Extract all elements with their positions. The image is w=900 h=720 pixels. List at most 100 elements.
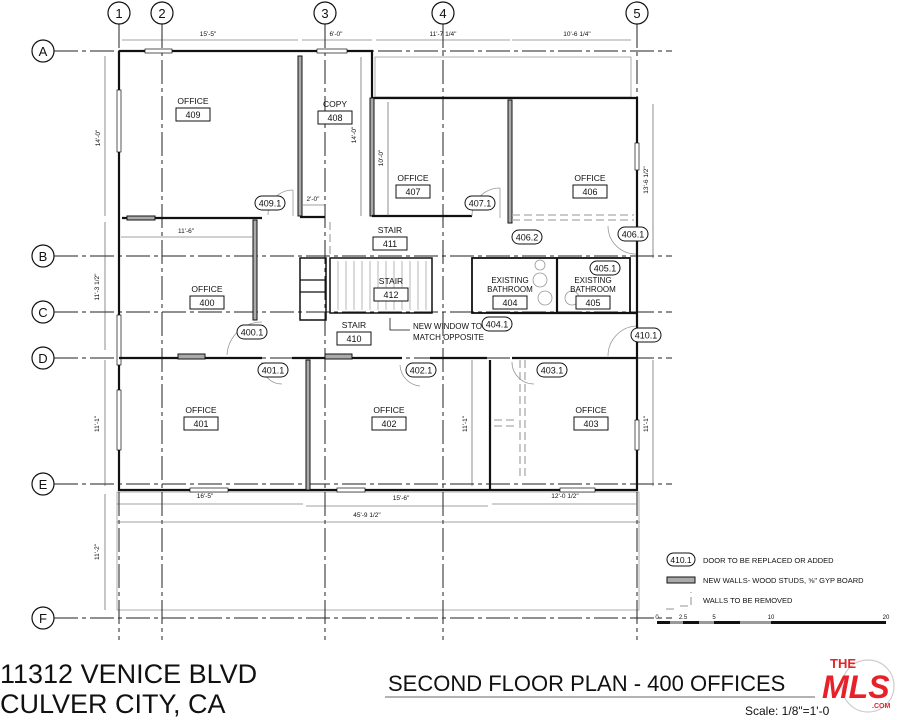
upper-balcony xyxy=(374,56,632,98)
door-tag-label: 400.1 xyxy=(241,328,264,338)
legend-door-tag-oval xyxy=(666,552,696,567)
legend-new-walls-text: NEW WALLS- WOOD STUDS, ⅝" GYP BOARD xyxy=(703,576,864,585)
grid-column-bubble xyxy=(313,1,337,25)
door-tag: 407.1 xyxy=(464,195,496,211)
grid-row-bubble xyxy=(31,300,55,324)
door-tag: 410.1 xyxy=(630,327,662,343)
svg-text:MLS: MLS xyxy=(822,669,890,705)
door-tag: 402.1 xyxy=(405,362,437,378)
grid-row-label: D xyxy=(38,351,47,366)
scale-tick-label: 0 xyxy=(655,615,659,621)
door-tag-label: 406.1 xyxy=(622,230,645,240)
address-line-1: 11312 VENICE BLVD xyxy=(0,659,258,689)
grid-row-label: F xyxy=(39,611,47,626)
room-number: 402 xyxy=(381,419,396,429)
grid-column-label: 4 xyxy=(439,6,446,21)
scale-tick-label: 5 xyxy=(712,615,716,621)
room-label-401: OFFICE 401 xyxy=(183,405,219,431)
room-number: 405 xyxy=(585,298,600,308)
room-name: OFFICE xyxy=(177,96,208,106)
svg-text:THE: THE xyxy=(830,656,856,671)
grid-row-label: B xyxy=(39,249,48,264)
room-number: 401 xyxy=(193,419,208,429)
room-number: 400 xyxy=(199,298,214,308)
room-number-box xyxy=(371,416,407,431)
note-new-window: NEW WINDOW TO MATCH OPPOSITE xyxy=(413,322,484,342)
room-number: 409 xyxy=(185,110,200,120)
room-number-box xyxy=(395,184,431,199)
dimension-label: 13'-6 1/2" xyxy=(643,166,650,194)
room-number-box xyxy=(317,110,353,125)
scale-tick-label: 2.5 xyxy=(679,615,688,621)
svg-text:.COM: .COM xyxy=(872,703,890,710)
door-tag: 409.1 xyxy=(254,195,286,211)
room-number-box xyxy=(573,416,609,431)
room-number: 404 xyxy=(502,298,517,308)
room-number-box xyxy=(183,416,219,431)
scale-tick-label: 10 xyxy=(768,615,775,621)
door-tag-label: 406.2 xyxy=(516,233,539,243)
dimension-label: 16'-5" xyxy=(197,493,214,500)
dimension-label: 45'-9 1/2" xyxy=(353,512,381,519)
grid-row-bubble xyxy=(31,606,55,630)
room-number-box xyxy=(372,236,408,251)
room-name: OFFICE xyxy=(575,405,606,415)
room-number: 412 xyxy=(383,290,398,300)
door-tag: 405.1 xyxy=(589,260,621,276)
room-name: OFFICE xyxy=(185,405,216,415)
grid-column-bubble xyxy=(431,1,455,25)
room-name: OFFICE xyxy=(574,173,605,183)
door-tag-label: 401.1 xyxy=(262,366,285,376)
room-number: 411 xyxy=(383,239,397,249)
room-number-box xyxy=(492,295,528,310)
dimension-label: 10'-0" xyxy=(378,149,385,166)
dimension-label: 15'-5" xyxy=(200,31,217,38)
grid-column-label: 3 xyxy=(321,6,328,21)
note-line: MATCH OPPOSITE xyxy=(413,333,484,342)
door-tags: 409.1 407.1 406.2 406.1 405.1 404.1 410.1 400.1… xyxy=(236,195,662,378)
door-tag-label: 410.1 xyxy=(635,331,658,341)
grid-row-bubble xyxy=(31,244,55,268)
dimension-label: 10'-6 1/4" xyxy=(563,31,591,38)
room-label-409: OFFICE 409 xyxy=(175,96,211,122)
legend-door-tag: 410.1 xyxy=(670,555,692,565)
dimension-label: 11'-1" xyxy=(643,415,650,432)
grid-row-label: E xyxy=(39,477,48,492)
dimension-label: 14'-0" xyxy=(351,126,358,143)
scale-tick-label: 20 xyxy=(883,615,890,621)
dimension-label: 6'-0" xyxy=(330,31,344,38)
address-line-2: CULVER CITY, CA xyxy=(0,689,226,719)
dimension-label: 12'-0 1/2" xyxy=(551,493,579,500)
mls-logo: THE MLS .COM xyxy=(822,656,895,713)
dimensions: 15'-5"6'-0"11'-7 1/4"10'-6 1/4"14'-0"14'… xyxy=(94,31,654,610)
door-tag: 401.1 xyxy=(257,362,289,378)
grid-column-bubble xyxy=(107,1,131,25)
door-tag-label: 403.1 xyxy=(541,366,564,376)
door-tag: 404.1 xyxy=(481,316,513,332)
grid-column-label: 1 xyxy=(115,6,122,21)
dimension-label: 11'-1" xyxy=(94,415,101,432)
room-number-box xyxy=(336,331,372,346)
door-tag: 406.2 xyxy=(511,229,543,245)
room-name: BATHROOM xyxy=(570,285,616,294)
grid-row-label: A xyxy=(39,44,48,59)
room-name: STAIR xyxy=(379,276,403,286)
room-number-box xyxy=(189,295,225,310)
room-name: STAIR xyxy=(342,320,366,330)
dimension-label: 11'-1" xyxy=(462,415,469,432)
room-label-412: STAIR 412 xyxy=(373,276,409,302)
dimension-label: 11'-3 1/2" xyxy=(94,273,101,301)
legend-door-text: DOOR TO BE REPLACED OR ADDED xyxy=(703,556,834,565)
door-tag-label: 407.1 xyxy=(469,199,492,209)
dimension-label: 11'-6" xyxy=(178,228,195,235)
room-labels: OFFICE409COPY408OFFICE407OFFICE406STAIR4… xyxy=(175,96,616,431)
door-tag-label: 409.1 xyxy=(259,199,282,209)
room-number-box xyxy=(373,287,409,302)
legend-remove-text: WALLS TO BE REMOVED xyxy=(703,596,793,605)
